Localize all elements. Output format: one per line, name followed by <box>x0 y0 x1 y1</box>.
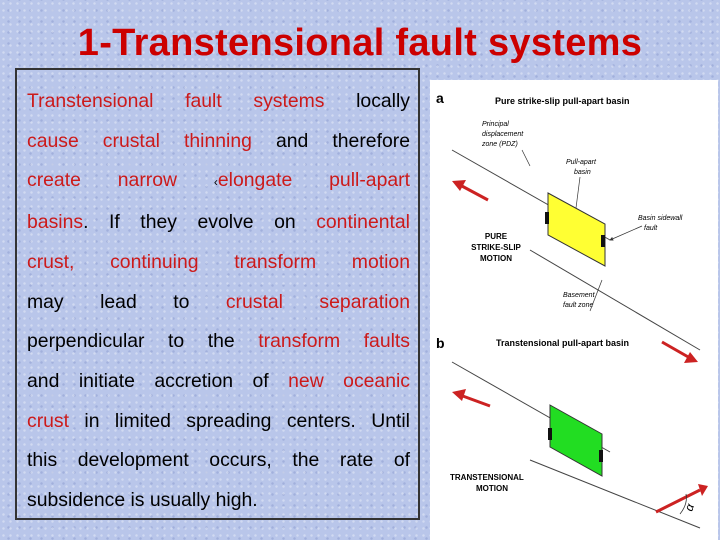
basin-label-line-2: basin <box>574 169 591 176</box>
panel-b-heading: Transtensional pull-apart basin <box>496 338 629 348</box>
basin-fault-marker <box>599 450 603 462</box>
lower-fault-trace <box>529 249 701 351</box>
slide-title: 1-Transtensional fault systems <box>77 22 643 64</box>
alpha-angle-symbol: α <box>682 501 698 513</box>
basin-fault-marker <box>601 235 605 247</box>
text-span: basins <box>27 211 84 234</box>
text-span: and initiate accretion of <box>27 369 289 392</box>
basement-leader-line <box>589 279 603 312</box>
right-oblique-motion-arrow <box>655 484 708 514</box>
panel-a-heading: Pure strike-slip pull-apart basin <box>495 96 630 106</box>
text-span: ‹ <box>213 175 218 190</box>
text-line-3: create narrow ‹elongate pull-apart <box>27 161 410 203</box>
text-span: crustal separation <box>225 290 410 313</box>
text-span: in limited spreading centers. Until <box>69 409 410 432</box>
sidewall-label-line-2: fault <box>644 225 658 232</box>
angle-arc <box>679 493 687 515</box>
transtensional-pull-apart-basin <box>549 404 603 477</box>
text-span: may lead to <box>27 290 226 313</box>
left-oblique-motion-arrow <box>452 389 491 408</box>
panel-a-letter: a <box>436 90 444 106</box>
text-span: crust <box>27 409 70 432</box>
pdz-label-line-2: displacement <box>482 131 524 138</box>
text-span: . If they evolve on <box>83 211 317 234</box>
text-line-11: subsidence is usually high. <box>27 481 410 521</box>
text-span: elongate pull-apart <box>217 169 410 192</box>
basin-leader-line <box>575 176 581 209</box>
body-text-box: Transtensional fault systems locally cau… <box>15 68 420 520</box>
pdz-label-line-1: Principal <box>482 121 509 128</box>
basin-fault-marker <box>545 212 549 224</box>
transtensional-label-line-1: TRANSTENSIONAL <box>450 473 524 482</box>
text-span: create narrow <box>27 169 214 192</box>
basement-label-line-2: fault zone <box>563 302 593 309</box>
text-line-6: may lead to crustal separation <box>27 283 410 323</box>
basin-label-line-1: Pull-apart <box>566 159 597 166</box>
transtensional-label-line-2: MOTION <box>476 484 508 493</box>
right-motion-arrow <box>661 340 698 363</box>
text-line-1: Transtensional fault systems locally <box>27 82 410 122</box>
text-span: crust, continuing transform motion <box>27 250 410 273</box>
motion-label-line-3: MOTION <box>480 254 512 263</box>
motion-label-line-2: STRIKE-SLIP <box>471 243 521 252</box>
lower-fault-trace <box>529 459 701 529</box>
text-line-9: crust in limited spreading centers. Unti… <box>27 402 410 442</box>
text-span: cause crustal thinning <box>27 129 252 152</box>
text-line-5: crust, continuing transform motion <box>27 243 410 283</box>
text-span: transform faults <box>258 330 411 353</box>
text-line-2: cause crustal thinning and therefore <box>27 122 410 162</box>
panel-b-letter: b <box>436 335 445 351</box>
left-motion-arrow <box>452 180 489 202</box>
text-line-4: basins. If they evolve on continental <box>27 203 410 243</box>
sidewall-label-line-1: Basin sidewall <box>638 215 683 222</box>
text-span: this development occurs, the rate of <box>27 449 410 472</box>
text-line-7: perpendicular to the transform faults <box>27 322 410 362</box>
pull-apart-basin-figure: a Pure strike-slip pull-apart basin Prin… <box>430 80 718 540</box>
motion-label-line-1: PURE <box>485 232 508 241</box>
text-span: Transtensional fault systems <box>27 90 325 112</box>
basement-label-line-1: Basement <box>563 292 596 299</box>
text-span: continental <box>316 211 410 234</box>
pdz-leader-line <box>521 149 531 167</box>
text-span: locally <box>324 90 410 112</box>
text-line-8: and initiate accretion of new oceanic <box>27 362 410 402</box>
sidewall-leader-arrow <box>609 225 643 241</box>
text-span: new oceanic <box>288 369 410 392</box>
text-span: perpendicular to the <box>27 330 259 353</box>
text-line-10: this development occurs, the rate of <box>27 441 410 481</box>
text-span: subsidence is usually high. <box>27 489 258 512</box>
text-span: and therefore <box>251 129 410 152</box>
basin-fault-marker <box>548 428 552 440</box>
pdz-label-line-3: zone (PDZ) <box>481 141 518 148</box>
